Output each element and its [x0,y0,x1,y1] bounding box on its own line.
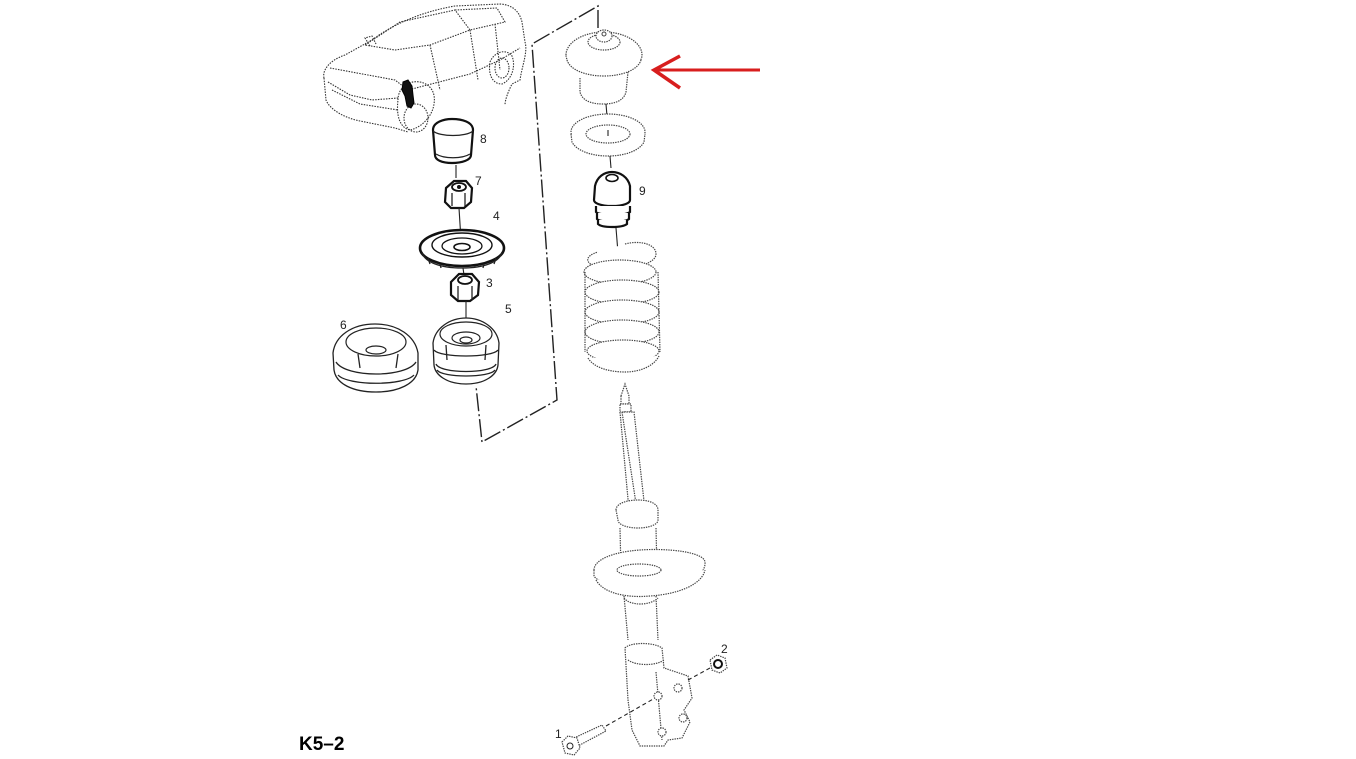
leader-line [605,103,608,117]
part-2-strut-lower-nut [709,654,728,674]
part-8-protective-cap [431,117,475,165]
leader-line [605,697,656,727]
part-5-strut-top-mount [432,317,500,385]
top-strut-bushing [565,29,643,105]
coil-spring [583,241,661,373]
part-3-piston-rod-nut [449,272,481,303]
callout-1: 1 [555,727,562,741]
part-6-strut-top-mount-alt [332,323,419,393]
part-9-bump-stop [592,170,632,229]
callout-7: 7 [475,174,482,188]
callout-4: 4 [493,209,500,223]
shock-absorber-strut [593,382,706,747]
vehicle-locator-illustration [323,3,527,133]
callout-8: 8 [480,132,487,146]
part-1-strut-lower-bolt [561,724,607,756]
part-7-self-locking-nut [443,179,474,210]
callout-2: 2 [721,642,728,656]
callout-9: 9 [639,184,646,198]
callout-5: 5 [505,302,512,316]
leader-line [687,667,711,681]
spring-seat-ring [570,113,646,157]
callout-6: 6 [340,318,347,332]
leader-line [609,155,612,169]
callout-3: 3 [486,276,493,290]
red-indicator-arrow [650,54,760,90]
diagram-code: K5–2 [299,734,344,755]
assembly-dashed-outline [475,4,599,444]
part-4-mount-plate [418,228,506,269]
